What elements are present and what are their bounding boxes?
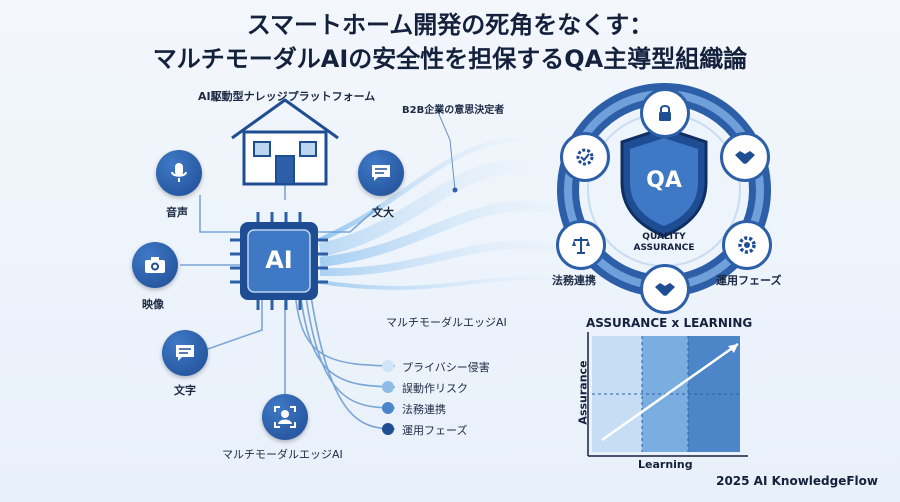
legend-label: 法務連携	[402, 403, 446, 416]
input-label-text-large: 文大	[372, 206, 394, 219]
input-label-characters: 文字	[174, 384, 196, 397]
chart-x-label: Learning	[638, 458, 693, 471]
ai-hub-label: AI	[265, 246, 293, 274]
legend-item-privacy: プライバシー侵害	[382, 359, 490, 375]
scales-icon	[556, 220, 606, 270]
camera-icon	[132, 242, 178, 288]
b2b-label: B2B企業の意思決定者	[402, 105, 505, 116]
shield-icon	[620, 126, 708, 238]
qa-left-label: 法務連携	[552, 274, 596, 287]
legend-item-operations: 運用フェーズ	[382, 422, 468, 438]
page-title: スマートホーム開発の死角をなくす： マルチモーダルAIの安全性を担保するQA主導…	[0, 8, 900, 76]
bottom-caption: マルチモーダルエッジAI	[222, 448, 343, 461]
qa-badge: QA	[646, 168, 682, 193]
chart-trend-arrowhead	[728, 344, 738, 353]
qa-caption: QUALITY ASSURANCE	[614, 232, 714, 254]
microphone-icon	[156, 150, 202, 196]
hub-caption: マルチモーダルエッジAI	[386, 316, 507, 329]
chart-title: ASSURANCE x LEARNING	[586, 316, 753, 330]
legend-label: 運用フェーズ	[402, 424, 468, 437]
lock-icon	[640, 88, 690, 138]
ai-chip-icon	[230, 212, 328, 310]
legend-dot	[382, 423, 394, 435]
qa-caption-line1: QUALITY	[642, 232, 686, 242]
data-flow-wave	[318, 137, 562, 290]
user-scan-icon	[262, 394, 308, 440]
input-label-voice: 音声	[166, 206, 188, 219]
legend-dot	[382, 360, 394, 372]
chat-icon	[358, 150, 404, 196]
handshake-icon-bottom	[640, 264, 690, 314]
chart-y-label: Assurance	[576, 360, 590, 425]
legend-item-legal: 法務連携	[382, 401, 446, 417]
qa-caption-line2: ASSURANCE	[633, 243, 695, 253]
house-icon	[231, 98, 339, 186]
title-line1: スマートホーム開発の死角をなくす：	[246, 11, 654, 39]
footer-credit: 2025 AI KnowledgeFlow	[716, 474, 878, 488]
gear-check-icon	[560, 132, 610, 182]
legend-label: 誤動作リスク	[402, 382, 468, 395]
legend-label: プライバシー侵害	[402, 361, 490, 374]
platform-label: AI駆動型ナレッジプラットフォーム	[198, 90, 376, 103]
qa-right-label: 運用フェーズ	[716, 274, 782, 287]
legend-item-malfunction: 誤動作リスク	[382, 380, 468, 396]
message-icon	[162, 330, 208, 376]
legend-dot	[382, 381, 394, 393]
assurance-learning-chart	[587, 332, 748, 457]
gear-icon	[722, 220, 772, 270]
handshake-icon	[720, 132, 770, 182]
chart-trend-line	[601, 342, 739, 442]
input-label-video: 映像	[142, 298, 164, 311]
legend-dot	[382, 402, 394, 414]
title-line2: マルチモーダルAIの安全性を担保するQA主導型組織論	[152, 45, 748, 73]
